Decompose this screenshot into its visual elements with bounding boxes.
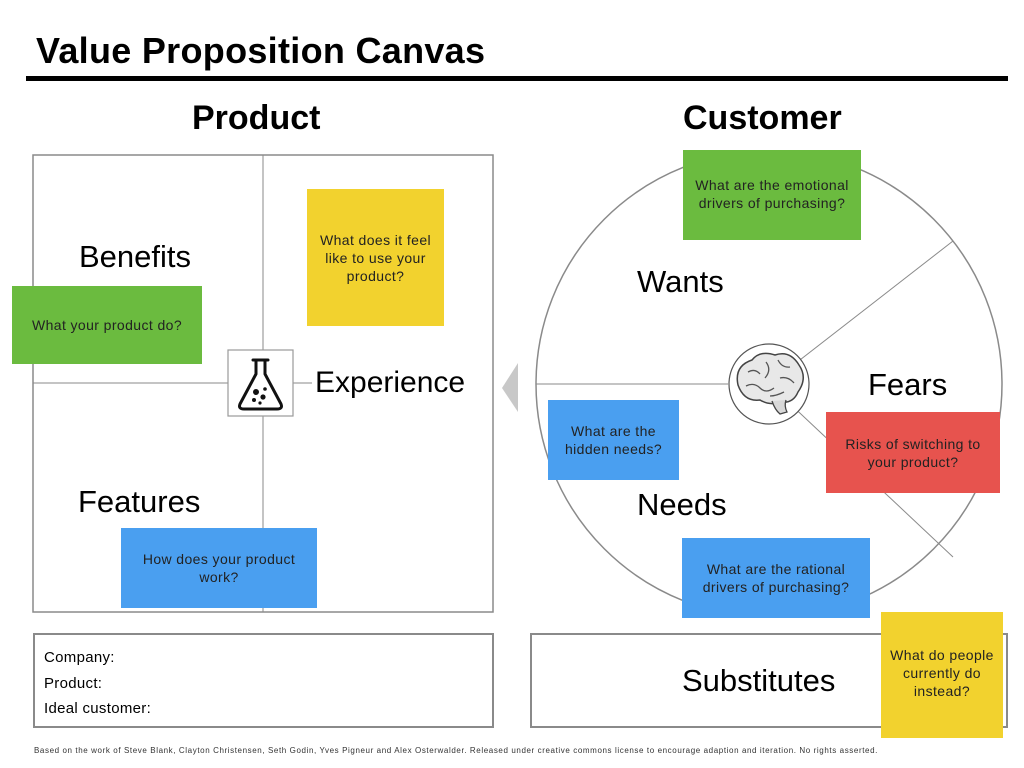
wants-label: Wants xyxy=(637,264,724,299)
fit-arrow xyxy=(502,363,518,412)
flask-icon xyxy=(227,349,294,417)
product-field[interactable]: Product: xyxy=(44,675,103,692)
fears-note: Risks of switching to your product? xyxy=(826,412,1000,493)
company-field[interactable]: Company: xyxy=(44,649,115,666)
benefits-note: What your product do? xyxy=(12,286,202,364)
product-heading: Product xyxy=(192,99,321,137)
ideal-customer-field[interactable]: Ideal customer: xyxy=(44,700,152,717)
experience-note: What does it feel like to use your produ… xyxy=(307,189,444,326)
wants-note: What are the emotional drivers of purcha… xyxy=(683,150,861,240)
experience-label: Experience xyxy=(315,366,466,399)
hidden-needs-note: What are the hidden needs? xyxy=(548,400,679,480)
substitutes-label: Substitutes xyxy=(682,663,836,698)
features-note: How does your product work? xyxy=(121,528,317,608)
footer-credit: Based on the work of Steve Blank, Clayto… xyxy=(34,746,878,755)
page-title: Value Proposition Canvas xyxy=(36,30,486,71)
title-divider xyxy=(26,76,1008,81)
needs-label: Needs xyxy=(637,487,727,522)
customer-heading: Customer xyxy=(683,99,842,137)
fears-label: Fears xyxy=(868,367,948,402)
features-label: Features xyxy=(78,484,201,519)
benefits-label: Benefits xyxy=(79,239,192,274)
substitutes-note: What do people currently do instead? xyxy=(881,612,1003,738)
info-box: Company: Product: Ideal customer: xyxy=(33,633,494,728)
brain-icon xyxy=(728,343,810,425)
rational-needs-note: What are the rational drivers of purchas… xyxy=(682,538,870,618)
